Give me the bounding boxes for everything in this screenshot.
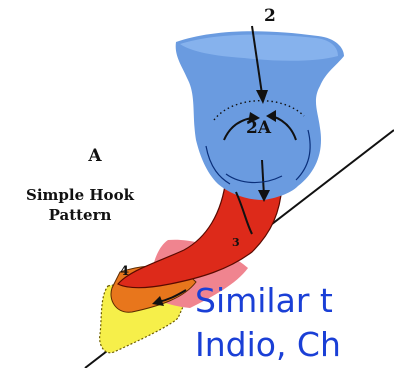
panel-title: Simple Hook Pattern bbox=[15, 185, 145, 225]
panel-title-line-1: Simple Hook bbox=[15, 185, 145, 205]
overlay-text-line-2: Indio, Ch bbox=[195, 326, 394, 364]
panel-title-line-2: Pattern bbox=[15, 205, 145, 225]
panel-letter: A bbox=[60, 146, 130, 166]
label-2a: 2A bbox=[246, 118, 271, 138]
overlay-text-line-1: Similar t bbox=[195, 282, 394, 320]
label-2: 2 bbox=[264, 6, 276, 26]
label-4: 4 bbox=[120, 264, 129, 279]
label-3: 3 bbox=[232, 236, 240, 249]
